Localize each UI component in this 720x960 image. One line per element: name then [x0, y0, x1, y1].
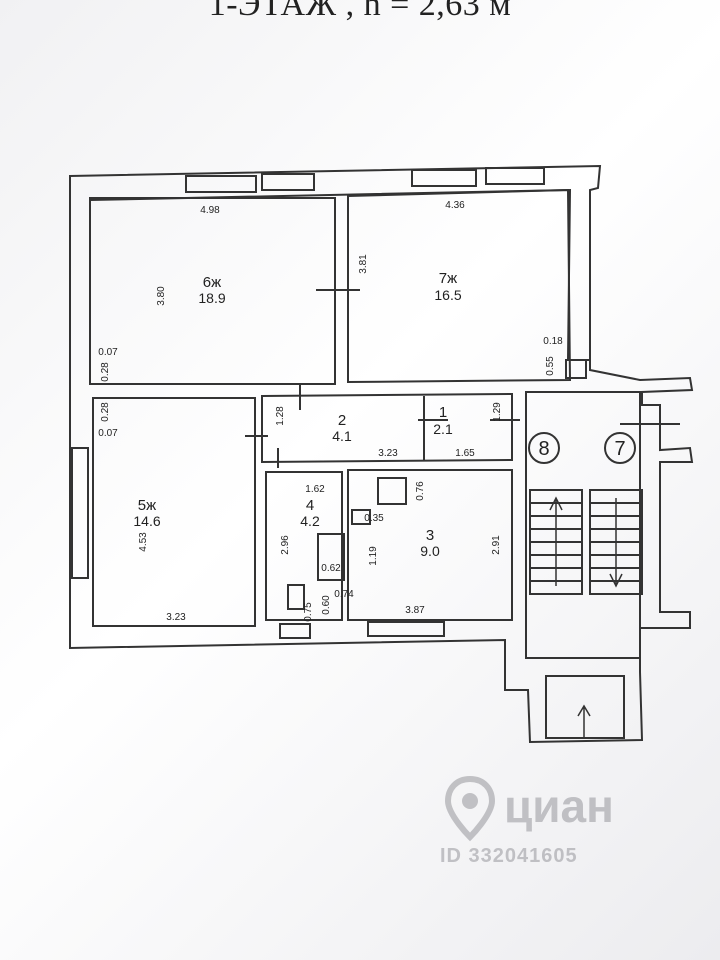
floor-title: 1-ЭТАЖ , h = 2,63 м: [208, 0, 512, 23]
dimension-label: 4.36: [445, 200, 465, 211]
dimension-label: 3.81: [358, 254, 369, 274]
dimension-label: 0.28: [100, 402, 111, 422]
dimension-label: 0.55: [545, 356, 556, 376]
dimension-label: 1.29: [492, 402, 503, 422]
sink-fixture: [351, 509, 371, 525]
dimension-label: 0.74: [334, 589, 354, 600]
dimension-label: 2.91: [491, 535, 502, 555]
dimension-label: 0.35: [364, 513, 384, 524]
room-label: 7ж: [439, 270, 457, 287]
cian-watermark: циан ID 332041605: [440, 775, 680, 875]
outer-wall: [69, 164, 694, 744]
corridor-outline: [261, 392, 513, 464]
door-marks: [245, 289, 680, 468]
window: [367, 621, 445, 637]
stairwell-outline: [525, 391, 641, 659]
stairwell-marker: [604, 432, 636, 464]
watermark-id: ID 332041605: [440, 845, 578, 867]
dimension-label: 3.80: [156, 286, 167, 306]
room-area: 14.6: [133, 513, 160, 529]
stair-arrow-down: [609, 498, 623, 588]
dimension-label: 1.65: [455, 448, 475, 459]
stairwell-label: 7: [614, 438, 625, 460]
watermark-brand: циан: [504, 780, 614, 832]
dimension-label: 3.87: [405, 605, 425, 616]
dimension-label: 3.23: [166, 612, 186, 623]
dimension-label: 4.98: [200, 205, 220, 216]
room-4-outline: [265, 471, 343, 621]
dimension-label: 1.28: [275, 406, 286, 426]
room-area: 2.1: [433, 421, 453, 437]
room-label: 6ж: [203, 274, 221, 291]
stairwell-marker: [528, 432, 560, 464]
room-area: 16.5: [434, 287, 461, 303]
room-5-outline: [92, 397, 256, 627]
dimension-label: 0.60: [321, 595, 332, 615]
dimension-label: 0.18: [543, 336, 563, 347]
window: [279, 623, 311, 639]
room-label: 4: [306, 497, 314, 514]
vent-shaft: [565, 359, 587, 379]
entrance-arrow: [577, 704, 591, 738]
dimension-label: 0.76: [415, 481, 426, 501]
window: [485, 167, 545, 185]
window: [71, 447, 89, 579]
window: [411, 169, 477, 187]
stairwell-label: 8: [538, 438, 549, 460]
map-pin-logo-icon: [444, 775, 496, 842]
room-area: 4.1: [332, 428, 352, 444]
room-label: 1: [439, 404, 447, 421]
toilet-fixture: [287, 584, 305, 610]
dimension-label: 0.07: [98, 428, 118, 439]
dimension-label: 4.53: [138, 532, 149, 552]
stair-arrow-up: [549, 496, 563, 586]
dimension-label: 1.62: [305, 484, 325, 495]
room-area: 9.0: [420, 543, 440, 559]
inner-wall-upper: [89, 188, 590, 361]
dimension-label: 0.62: [321, 563, 341, 574]
window: [185, 175, 257, 193]
dimension-label: 0.75: [303, 602, 314, 622]
bathtub-fixture: [317, 533, 345, 581]
room-7-outline: [347, 188, 572, 384]
room-label: 2: [338, 412, 346, 429]
dimension-label: 0.28: [100, 362, 111, 382]
window: [261, 173, 315, 191]
room-label: 5ж: [138, 497, 156, 514]
room-area: 18.9: [198, 290, 225, 306]
room-label: 3: [426, 527, 434, 544]
stove-fixture: [377, 477, 407, 505]
entrance-vestibule: [545, 675, 625, 739]
dimension-label: 1.19: [368, 546, 379, 566]
stair-steps: [530, 502, 642, 582]
dimension-label: 0.07: [98, 347, 118, 358]
room-area: 4.2: [300, 513, 320, 529]
room-3-outline: [347, 469, 513, 621]
dimension-label: 2.96: [280, 535, 291, 555]
dimension-label: 3.23: [378, 448, 398, 459]
